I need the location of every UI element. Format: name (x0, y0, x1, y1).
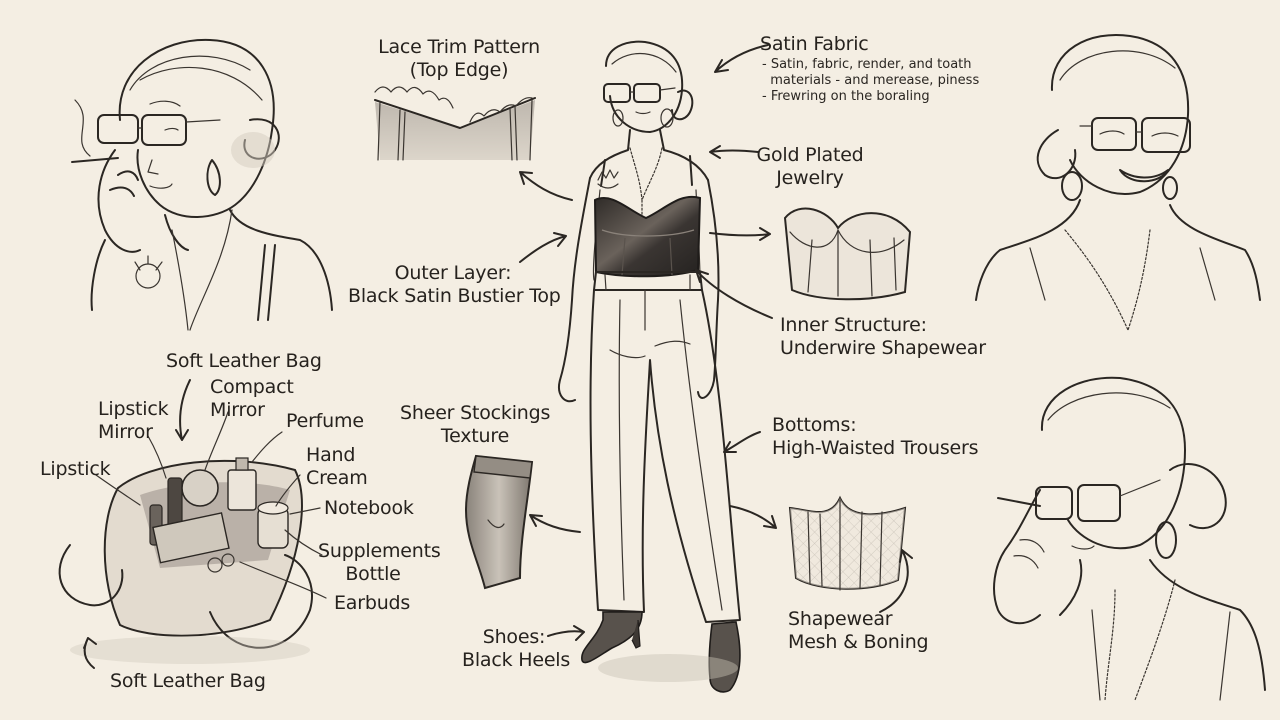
label-compact-mirror: Compact Mirror (210, 376, 294, 421)
label-soft-leather-bag-top: Soft Leather Bag (166, 350, 322, 372)
label-outer-layer: Outer Layer: Black Satin Bustier Top (348, 262, 561, 307)
label-soft-leather-bag-bottom: Soft Leather Bag (110, 670, 266, 692)
lace-trim-swatch (374, 86, 536, 161)
label-shapewear-mesh: Shapewear Mesh & Boning (788, 608, 929, 653)
sheer-stocking-swatch (464, 454, 534, 590)
label-notebook: Notebook (324, 497, 414, 519)
label-satin-fabric-title: Satin Fabric (760, 33, 869, 55)
label-gold-jewelry: Gold Plated Jewelry (756, 144, 864, 189)
label-lipstick: Lipstick (40, 458, 111, 480)
label-inner-structure: Inner Structure: Underwire Shapewear (780, 314, 986, 359)
shapewear-corset-drawing (788, 495, 907, 591)
label-lipstick-mirror: Lipstick Mirror (98, 398, 169, 443)
portrait-laughing (975, 34, 1261, 331)
label-sheer-stockings: Sheer Stockings Texture (400, 402, 551, 447)
label-lace-trim: Lace Trim Pattern (Top Edge) (378, 36, 540, 81)
label-shoes: Shoes: Black Heels (462, 626, 571, 671)
annotation-arrows (83, 44, 913, 669)
label-perfume: Perfume (286, 410, 364, 432)
underwire-shapewear-drawing (783, 207, 912, 301)
label-hand-cream: Hand Cream (306, 444, 368, 489)
portrait-smoking (71, 38, 333, 331)
handbag-drawing (58, 457, 313, 664)
label-supplements-bottle: Supplements Bottle (318, 540, 441, 585)
center-figure (558, 40, 741, 693)
label-earbuds: Earbuds (334, 592, 411, 614)
satin-fabric-notes: - Satin, fabric, render, and toath mater… (762, 57, 980, 104)
portrait-adjusting-glasses (993, 376, 1266, 701)
label-bottoms: Bottoms: High-Waisted Trousers (772, 414, 979, 459)
